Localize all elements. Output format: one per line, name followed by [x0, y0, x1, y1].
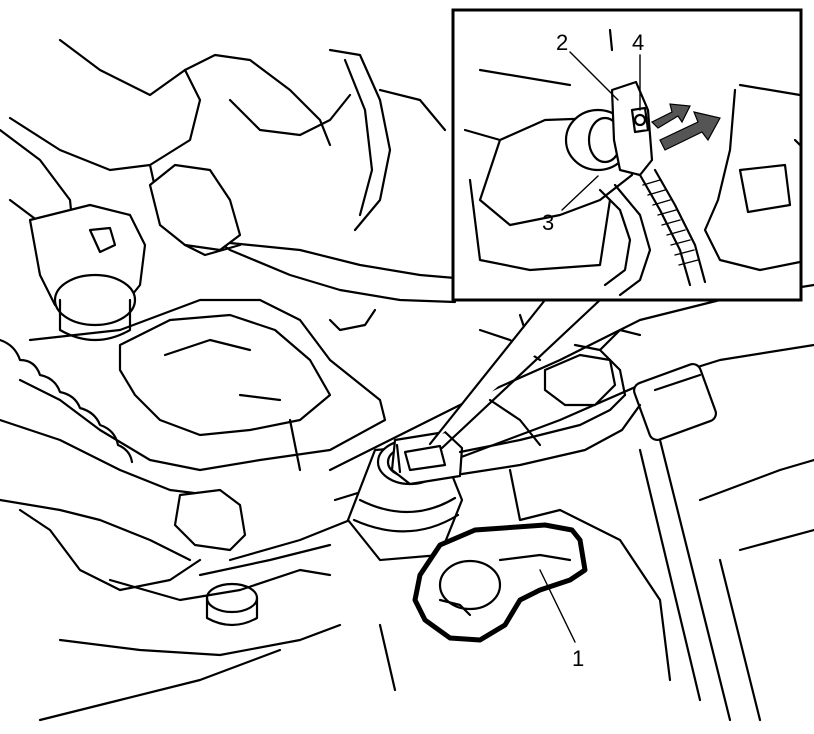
magnifier-pointer — [428, 298, 602, 450]
main-view — [0, 38, 814, 722]
leader-line-3 — [561, 175, 599, 211]
release-arrow-small — [650, 103, 691, 129]
callout-label-1: 1 — [572, 646, 584, 671]
left-bulb-fitting — [28, 203, 147, 341]
leader-line-1 — [539, 569, 576, 643]
component-1 — [412, 522, 588, 643]
callout-label-3: 3 — [542, 210, 554, 235]
leader-line-2 — [569, 51, 619, 101]
pull-arrow-large — [659, 111, 721, 151]
lower-left-bracket — [38, 488, 342, 722]
cover-plate — [18, 298, 387, 472]
upper-hose-clamp — [148, 163, 242, 257]
callout-label-2: 2 — [556, 30, 568, 55]
detail-inset — [451, 8, 803, 302]
right-support — [558, 328, 814, 722]
wiring-harness — [458, 328, 642, 522]
ribbed-edge — [0, 338, 212, 592]
callout-label-4: 4 — [632, 30, 644, 55]
